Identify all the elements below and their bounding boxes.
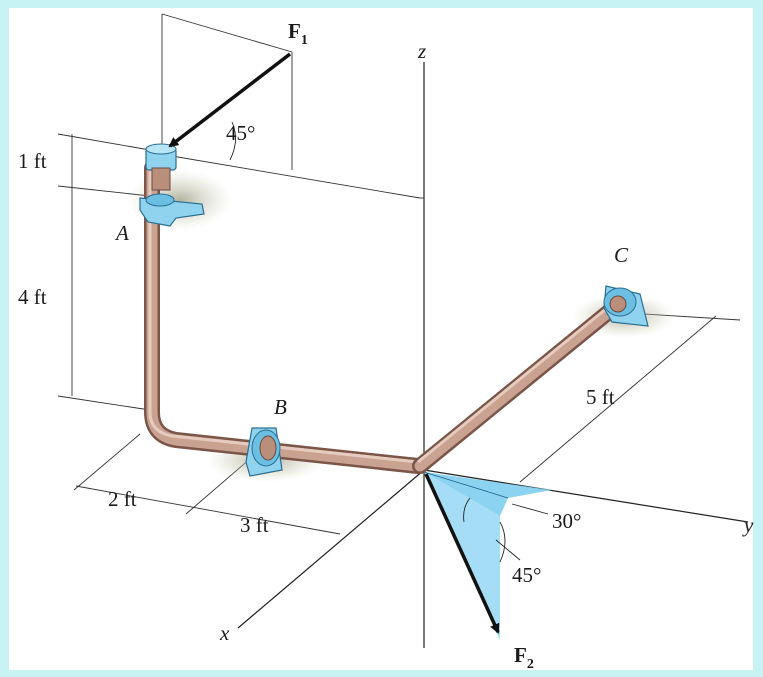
dimension-5ft: 5 ft	[586, 385, 615, 409]
y-axis-line	[423, 469, 749, 523]
dimension-2ft: 2 ft	[108, 487, 137, 511]
angle-f2-30-label: 30°	[552, 509, 581, 533]
dimension-1ft: 1 ft	[18, 149, 47, 173]
force-f2-arrow	[424, 473, 500, 634]
figure-panel	[9, 8, 753, 670]
f2-force-plane	[423, 471, 552, 640]
axis-x-label: x	[219, 621, 230, 645]
angle-arc-f1	[229, 121, 236, 161]
support-b	[245, 427, 283, 477]
pipe-assembly	[144, 160, 624, 474]
dimension-3ft: 3 ft	[240, 513, 269, 537]
force-f1-label: F1	[288, 19, 308, 48]
force-f1-arrow	[168, 52, 292, 148]
angle-f2-45-label: 45°	[512, 563, 541, 587]
dimension-4ft: 4 ft	[18, 285, 47, 309]
point-b-label: B	[274, 395, 287, 419]
axis-z-label: z	[417, 39, 426, 63]
axis-y-label: y	[742, 513, 754, 537]
force-f2-label: F2	[514, 643, 534, 672]
support-c	[603, 285, 649, 327]
coordinate-axes	[237, 62, 749, 648]
point-c-label: C	[614, 243, 629, 267]
angle-f1-label: 45°	[226, 121, 255, 145]
x-axis-line	[237, 469, 425, 629]
point-a-label: A	[114, 221, 129, 245]
